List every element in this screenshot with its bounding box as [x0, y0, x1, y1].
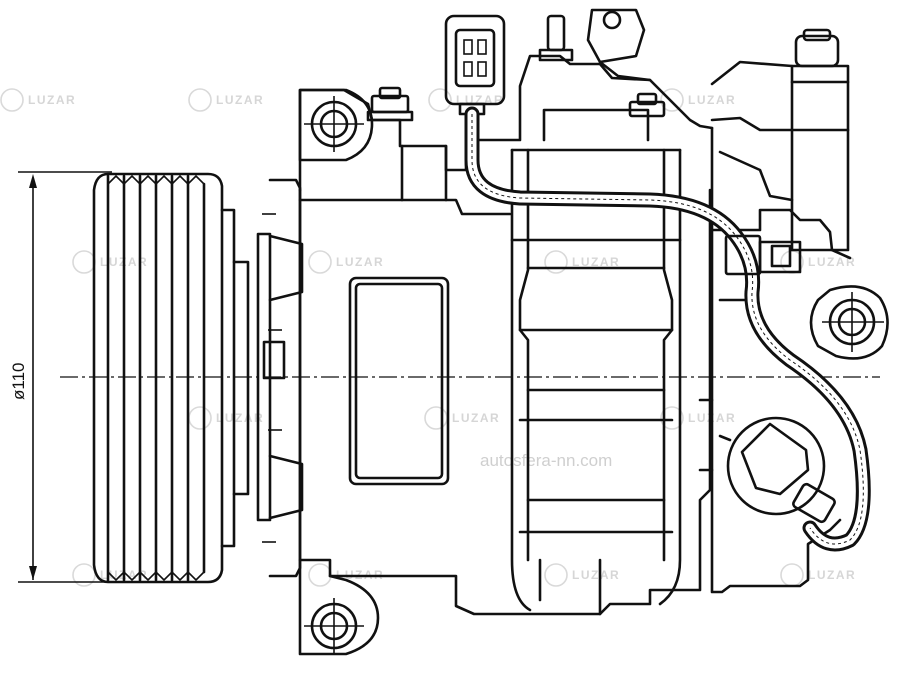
- watermark-text: LUZAR: [216, 411, 264, 425]
- watermark-text: LUZAR: [688, 93, 736, 107]
- compressor-body: [298, 54, 852, 616]
- clutch-housing: [256, 178, 304, 578]
- arrow-down-icon: [29, 566, 37, 580]
- watermark: LUZAR: [188, 88, 264, 112]
- watermark: LUZAR: [72, 250, 147, 274]
- luzar-logo-icon: [72, 563, 96, 587]
- luzar-logo-icon: [308, 250, 332, 274]
- top-bolt-right: [628, 92, 666, 118]
- luzar-logo-icon: [660, 406, 684, 430]
- luzar-logo-icon: [660, 88, 684, 112]
- luzar-logo-icon: [424, 406, 448, 430]
- watermark-text: LUZAR: [808, 568, 856, 582]
- watermark-text: LUZAR: [572, 568, 620, 582]
- site-watermark: autosfera-nn.com: [480, 451, 612, 470]
- watermark-text: LUZAR: [452, 411, 500, 425]
- solenoid-valve: [718, 416, 836, 524]
- lower-mounting-ear: [298, 558, 380, 656]
- watermark: LUZAR: [780, 250, 856, 274]
- top-bolt: [366, 86, 414, 122]
- luzar-logo-icon: [188, 88, 212, 112]
- luzar-logo-icon: [72, 250, 96, 274]
- control-valve: [710, 28, 850, 252]
- pressure-valve: [586, 8, 652, 82]
- watermark-layer: LUZAR LUZAR LUZAR LUZAR LUZAR LUZAR LUZA…: [0, 88, 856, 587]
- diameter-label: ø110: [9, 363, 28, 401]
- luzar-logo-icon: [780, 563, 804, 587]
- wire-harness: [464, 106, 871, 552]
- watermark: LUZAR: [188, 406, 264, 430]
- watermark: LUZAR: [660, 406, 735, 430]
- pulley: [92, 172, 250, 584]
- upper-mounting-ear: [298, 88, 374, 162]
- watermark-text: LUZAR: [808, 255, 856, 269]
- watermark: LUZAR: [424, 406, 500, 430]
- watermark: LUZAR: [780, 563, 856, 587]
- watermark-text: LUZAR: [216, 93, 264, 107]
- watermark: LUZAR: [428, 88, 503, 112]
- watermark-text: LUZAR: [28, 93, 76, 107]
- luzar-logo-icon: [188, 406, 212, 430]
- luzar-logo-icon: [308, 563, 332, 587]
- watermark: LUZAR: [544, 250, 620, 274]
- watermark: LUZAR: [660, 88, 736, 112]
- service-port: [538, 14, 574, 62]
- luzar-logo-icon: [544, 563, 568, 587]
- watermark: LUZAR: [544, 563, 620, 587]
- right-mounting-ear: [809, 285, 889, 360]
- watermark-text: LUZAR: [572, 255, 620, 269]
- luzar-logo-icon: [428, 88, 452, 112]
- watermark: LUZAR: [0, 88, 76, 112]
- watermark: LUZAR: [308, 250, 384, 274]
- luzar-logo-icon: [544, 250, 568, 274]
- arrow-up-icon: [29, 174, 37, 188]
- watermark-text: LUZAR: [336, 255, 384, 269]
- luzar-logo-icon: [0, 88, 24, 112]
- diameter-dimension: ø110: [9, 171, 112, 583]
